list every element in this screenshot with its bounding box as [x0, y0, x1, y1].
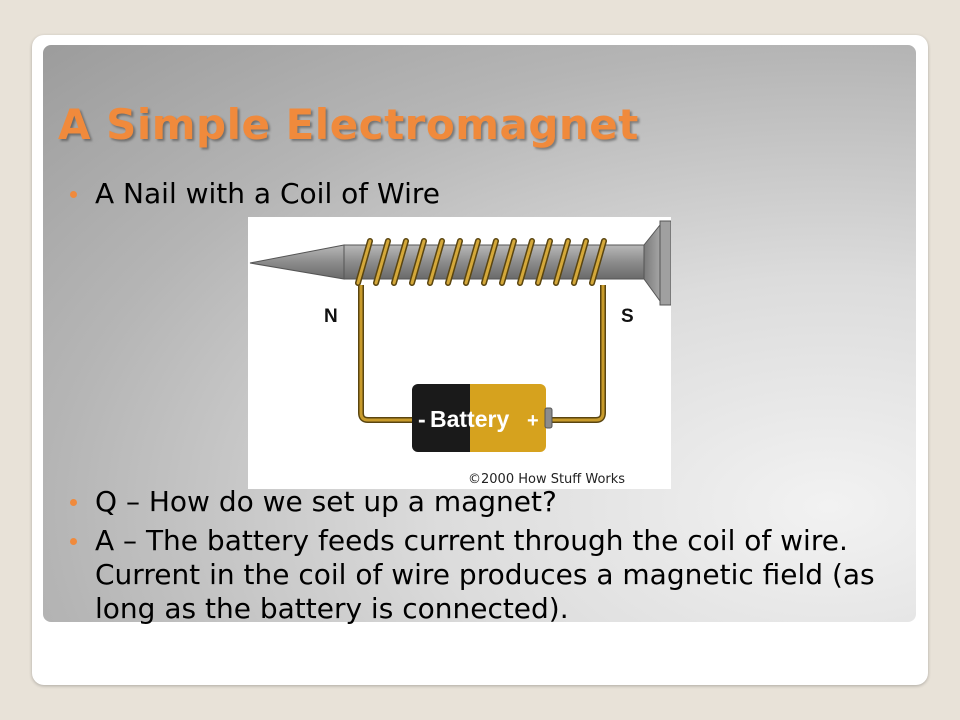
circuit-wire	[358, 285, 606, 423]
bullet-2: Q – How do we set up a magnet?	[70, 485, 557, 518]
slide-title: A Simple Electromagnet	[58, 100, 639, 149]
battery-icon: - Battery +	[412, 384, 553, 452]
wire-coil	[355, 238, 607, 286]
north-pole-label: N	[324, 306, 338, 327]
bullet-1: A Nail with a Coil of Wire	[70, 177, 440, 210]
electromagnet-diagram: N S - Battery + ©2000 How Stuff Works	[248, 217, 671, 489]
bullet-3: A – The battery feeds current through th…	[70, 524, 895, 626]
battery-minus: -	[418, 406, 426, 432]
nail-icon	[249, 220, 671, 306]
image-credit: ©2000 How Stuff Works	[468, 472, 625, 487]
battery-label: Battery	[430, 406, 509, 432]
south-pole-label: S	[621, 306, 634, 327]
battery-plus: +	[527, 410, 539, 432]
